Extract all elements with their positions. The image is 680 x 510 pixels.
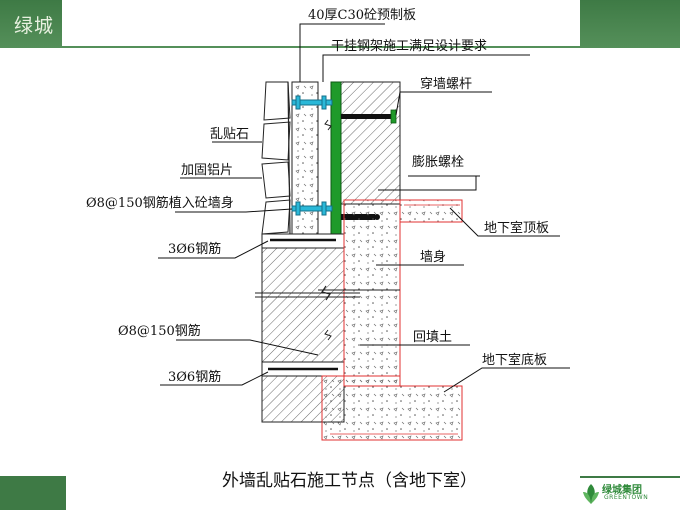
label-through-bolt: 穿墙螺杆 — [420, 76, 472, 92]
label-backfill: 回填土 — [413, 330, 452, 345]
through-wall-bolt — [341, 109, 397, 124]
footer-panel — [66, 466, 580, 510]
upper-concrete-wall — [339, 81, 401, 205]
header-panel — [62, 0, 580, 46]
logo-english: GREENTOWN — [604, 494, 649, 501]
logo-name: 绿城集团 — [602, 485, 642, 496]
brand-title: 绿城 — [14, 15, 55, 37]
label-aluminum-sheet: 加固铝片 — [181, 163, 233, 178]
label-floor-slab: 地下室底板 — [482, 352, 547, 368]
greentown-leaf-icon — [583, 484, 599, 504]
label-rubble-stone: 乱贴石 — [210, 127, 249, 142]
rubble-stone-facing — [261, 81, 291, 237]
basement-roof-slab — [399, 199, 463, 223]
label-wall-body: 墙身 — [420, 249, 446, 265]
greentown-logo: 绿城集团 GREENTOWN — [578, 478, 680, 510]
label-rebar-3d6-bottom: 3Ø6钢筋 — [168, 369, 221, 385]
label-rebar-8-150: Ø8@150钢筋 — [118, 323, 201, 339]
ring-beam-top — [261, 233, 345, 249]
label-roof-slab: 地下室顶板 — [484, 220, 549, 236]
drawing-caption: 外墙乱贴石施工节点（含地下室） — [222, 471, 477, 491]
basement-floor-slab — [321, 375, 463, 441]
label-expansion-bolt: 膨胀螺栓 — [412, 155, 464, 170]
label-rebar-planted: Ø8@150钢筋植入砼墙身 — [86, 195, 234, 211]
ring-beam-bottom — [261, 361, 345, 377]
label-precast-slab: 40厚C30砼预制板 — [308, 8, 416, 23]
label-hanger-frame: 干挂钢架施工满足设计要求 — [331, 39, 487, 54]
leader-lines — [158, 23, 570, 393]
label-rebar-3d6-top: 3Ø6钢筋 — [168, 241, 221, 257]
break-lines — [255, 119, 360, 341]
cyan-anchor-bolts — [291, 95, 333, 216]
